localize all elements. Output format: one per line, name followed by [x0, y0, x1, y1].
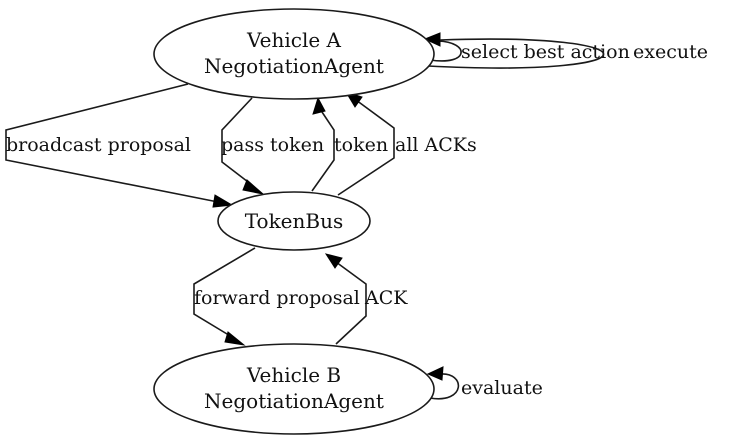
edge-forward-proposal-arrowhead — [224, 331, 246, 346]
edge-label-pass-token: pass token — [221, 134, 324, 156]
node-token-bus-ellipse — [217, 191, 371, 251]
edge-broadcast-proposal-line — [5, 83, 219, 203]
edge-label-token: token — [334, 134, 388, 156]
node-vehicle-b-subtitle: NegotiationAgent — [204, 389, 384, 413]
edge-token: token — [311, 96, 388, 192]
node-vehicle-b-title: Vehicle B — [246, 363, 341, 387]
node-token-bus-label: TokenBus — [245, 209, 344, 233]
edge-ack-line — [335, 261, 367, 345]
edge-forward-proposal: forward proposal — [193, 247, 360, 346]
node-vehicle-a-title: Vehicle A — [246, 28, 342, 52]
node-vehicle-a-subtitle: NegotiationAgent — [204, 54, 384, 78]
edge-label-execute: execute — [633, 41, 708, 63]
edge-evaluate-line — [429, 373, 460, 400]
edge-select-best-action-line — [429, 40, 462, 62]
edge-execute-line — [427, 38, 605, 69]
node-vehicle-a: Vehicle A NegotiationAgent — [153, 8, 435, 100]
edge-ack: ACK — [324, 253, 408, 345]
edge-broadcast-proposal-arrowhead — [212, 194, 234, 208]
edge-pass-token-arrowhead — [242, 179, 265, 195]
edge-label-broadcast-proposal: broadcast proposal — [6, 134, 191, 156]
edge-execute: execute — [427, 38, 708, 69]
edge-pass-token-line — [221, 97, 253, 186]
edge-all-acks-line — [337, 99, 395, 196]
edge-label-evaluate: evaluate — [461, 377, 543, 399]
edge-label-all-acks: all ACKs — [395, 134, 477, 156]
edge-label-forward-proposal: forward proposal — [194, 287, 360, 309]
edge-evaluate: evaluate — [426, 366, 543, 400]
edge-label-select-best-action: select best action — [461, 41, 630, 63]
edge-all-acks: all ACKs — [337, 91, 477, 196]
node-vehicle-a-ellipse — [153, 8, 435, 100]
edge-pass-token: pass token — [221, 97, 324, 195]
edge-forward-proposal-line — [193, 247, 256, 338]
edge-evaluate-arrowhead — [426, 366, 444, 381]
edge-ack-arrowhead — [324, 253, 343, 269]
edge-token-arrowhead — [312, 96, 326, 115]
edge-token-line — [311, 111, 335, 192]
edge-label-ack: ACK — [364, 287, 408, 309]
node-vehicle-b: Vehicle B NegotiationAgent — [153, 343, 435, 435]
node-token-bus: TokenBus — [217, 191, 371, 251]
edge-broadcast-proposal: broadcast proposal — [5, 83, 234, 208]
node-vehicle-b-ellipse — [153, 343, 435, 435]
